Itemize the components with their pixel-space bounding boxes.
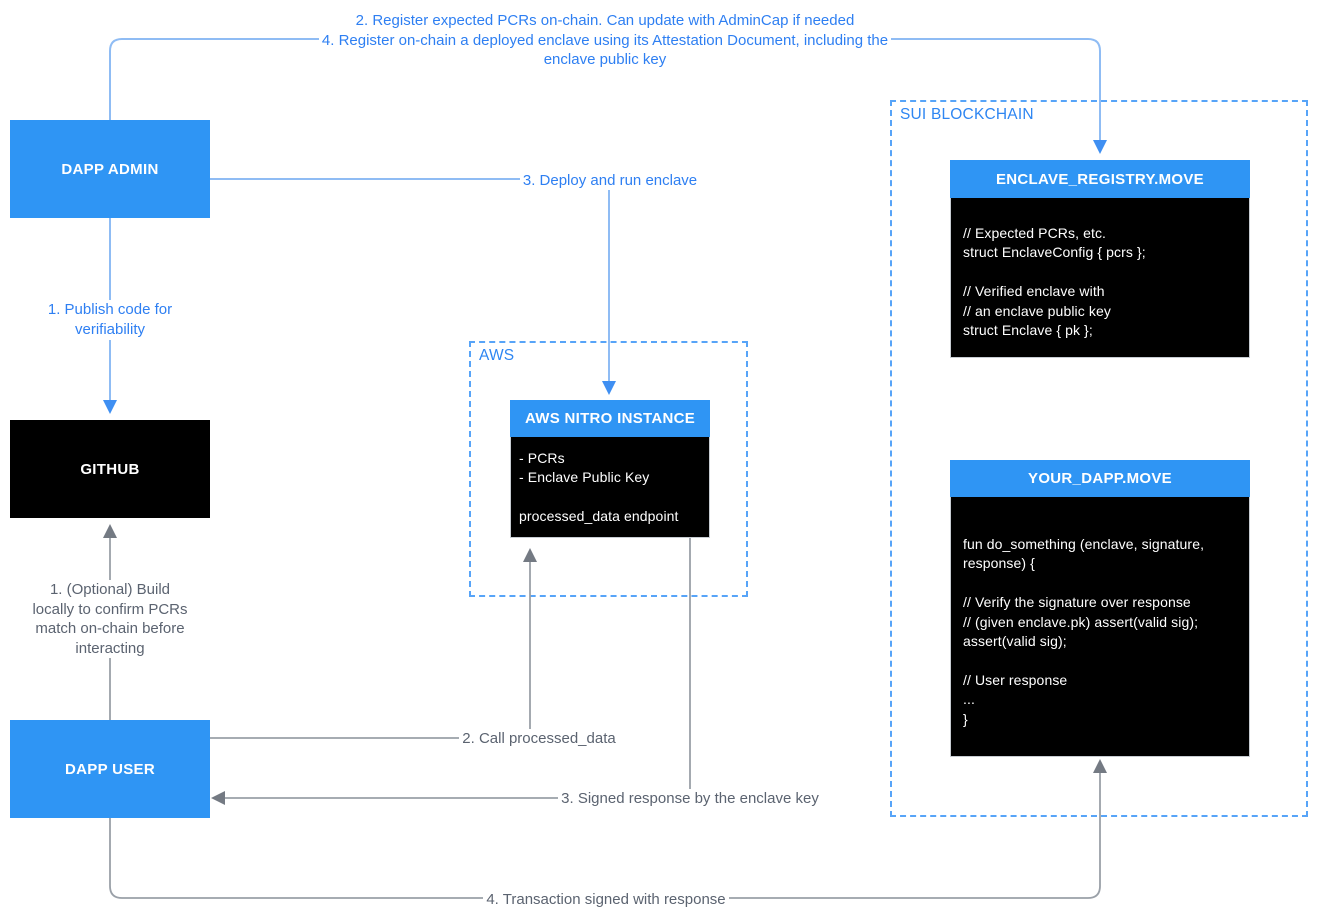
code-line (963, 574, 1243, 593)
dapp-admin-node: DAPP ADMIN (10, 120, 210, 218)
code-line: fun do_something (enclave, signature, (963, 536, 1205, 552)
code-line: } (963, 710, 968, 727)
edge-label-signed-response: 3. Signed response by the enclave key (540, 789, 840, 808)
edge-label-publish-code: 1. Publish code for verifiability (30, 300, 190, 340)
edge-label-publish-code-text: 1. Publish code for verifiability (30, 300, 190, 340)
arrowhead-up-into-github (103, 524, 117, 538)
your-dapp-move-node: YOUR_DAPP.MOVE fun do_something (enclave… (950, 460, 1250, 757)
code-line: // Verified enclave with (963, 283, 1105, 300)
edge-label-call-processed-data: 2. Call processed_data (429, 729, 649, 748)
connector-signed-response-line (224, 538, 691, 799)
aws-nitro-instance-body: - PCRs - Enclave Public Key processed_da… (510, 437, 710, 538)
aws-group-label: AWS (479, 347, 515, 364)
code-line: ... (963, 691, 975, 708)
code-line: struct EnclaveConfig { pcrs }; (963, 244, 1146, 261)
edge-label-transaction-signed-text: 4. Transaction signed with response (483, 890, 729, 909)
aws-nitro-instance-title: AWS NITRO INSTANCE (510, 400, 710, 437)
top-flow-label-register-pcrs: 2. Register expected PCRs on-chain. Can … (215, 11, 995, 30)
arrowhead-into-aws-nitro (602, 381, 616, 395)
code-line: // (given enclave.pk) assert(valid sig); (963, 613, 1199, 630)
top-flow-label-register-pcrs-text: 2. Register expected PCRs on-chain. Can … (352, 11, 858, 30)
connector-call-processed-data-line (210, 561, 531, 739)
edge-label-deploy-enclave-text: 3. Deploy and run enclave (519, 171, 701, 190)
code-line (963, 263, 1243, 282)
code-line (963, 651, 1243, 670)
edge-label-optional-build: 1. (Optional) Build locally to confirm P… (26, 580, 194, 658)
code-line: processed_data endpoint (519, 508, 679, 525)
edge-label-signed-response-text: 3. Signed response by the enclave key (558, 789, 822, 808)
arrowhead-up-into-aws-nitro-body (523, 548, 537, 562)
your-dapp-move-body: fun do_something (enclave, signature, re… (950, 497, 1250, 757)
code-line: // Verify the signature over response (963, 594, 1191, 611)
edge-label-optional-build-text: 1. (Optional) Build locally to confirm P… (26, 580, 194, 658)
top-flow-label-register-enclave-text: 4. Register on-chain a deployed enclave … (318, 31, 892, 50)
dapp-user-node: DAPP USER (10, 720, 210, 818)
code-line: response) { (963, 555, 1035, 572)
code-line: // Expected PCRs, etc. (963, 225, 1107, 241)
code-line: assert(valid sig); (963, 632, 1067, 649)
code-line: // User response (963, 671, 1068, 688)
code-line: - Enclave Public Key (519, 469, 650, 486)
code-line: struct Enclave { pk }; (963, 321, 1093, 338)
code-line: - PCRs (519, 450, 565, 466)
enclave-registry-move-node: ENCLAVE_REGISTRY.MOVE // Expected PCRs, … (950, 160, 1250, 358)
code-line: // an enclave public key (963, 302, 1111, 319)
aws-nitro-instance-node: AWS NITRO INSTANCE - PCRs - Enclave Publ… (510, 400, 710, 538)
enclave-registry-move-body: // Expected PCRs, etc. struct EnclaveCon… (950, 198, 1250, 358)
top-flow-label-register-enclave: 4. Register on-chain a deployed enclave … (215, 31, 995, 50)
code-line (519, 488, 703, 507)
connector-deploy-line (210, 178, 610, 382)
arrowhead-into-dapp-user (211, 791, 225, 805)
top-flow-label-enclave-public-key: enclave public key (215, 50, 995, 69)
arrowhead-into-enclave-registry (1093, 140, 1107, 154)
sui-blockchain-group-label: SUI BLOCKCHAIN (900, 106, 1034, 123)
edge-label-deploy-enclave: 3. Deploy and run enclave (460, 171, 760, 190)
edge-label-transaction-signed: 4. Transaction signed with response (456, 890, 756, 909)
edge-label-call-processed-data-text: 2. Call processed_data (459, 729, 619, 748)
github-node: GITHUB (10, 420, 210, 518)
top-flow-label-enclave-public-key-text: enclave public key (540, 50, 670, 69)
arrowhead-into-github (103, 400, 117, 414)
arrowhead-up-into-your-dapp (1093, 759, 1107, 773)
your-dapp-move-title: YOUR_DAPP.MOVE (950, 460, 1250, 497)
enclave-registry-move-title: ENCLAVE_REGISTRY.MOVE (950, 160, 1250, 198)
